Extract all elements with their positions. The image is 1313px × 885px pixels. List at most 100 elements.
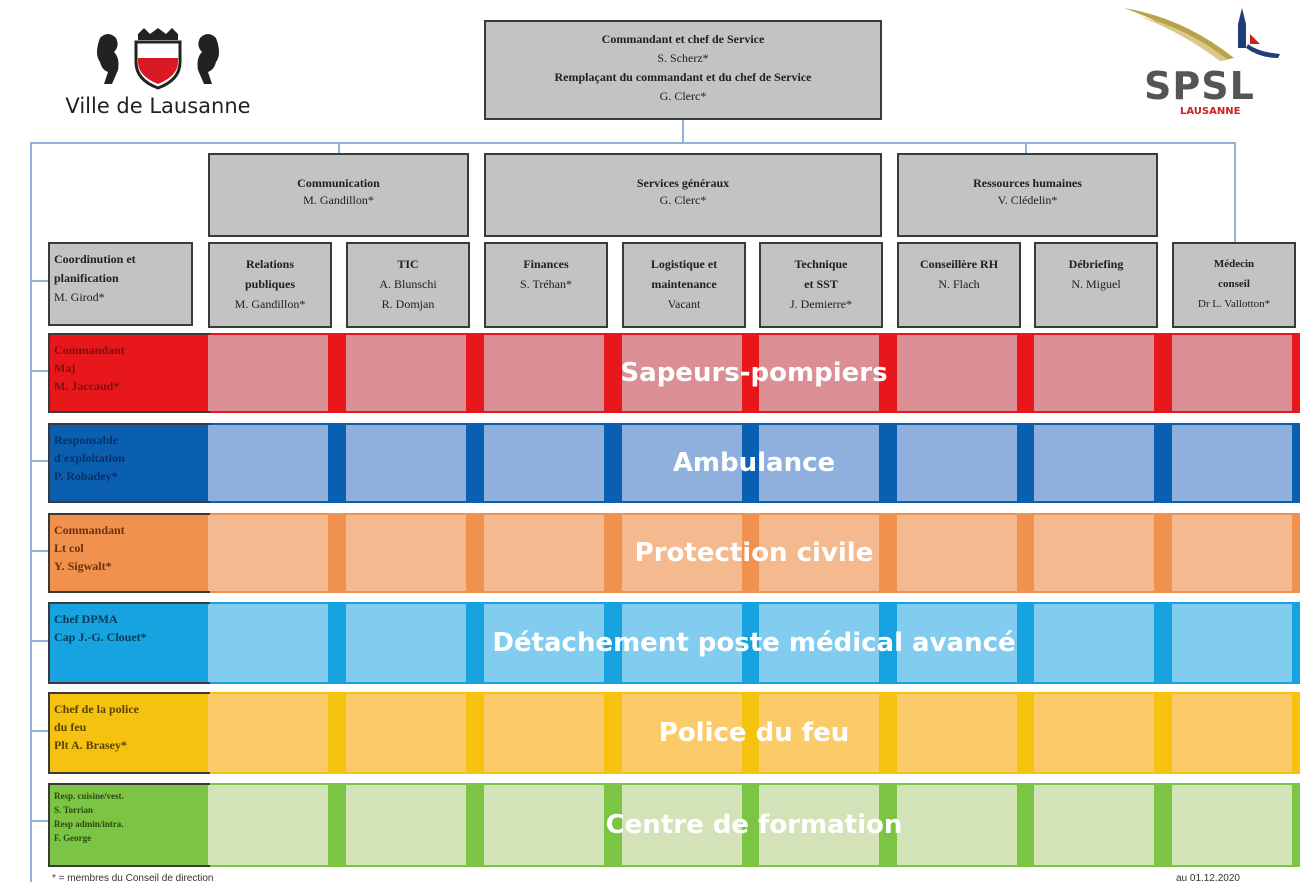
band-cell xyxy=(208,335,328,411)
band-label-line: Resp. cuisine/vest. xyxy=(54,791,124,801)
band-label-line: F. George xyxy=(54,833,92,843)
band-cell xyxy=(346,335,466,411)
band-label: Responsable d'exploitation P. Robadey* xyxy=(48,423,210,503)
band-cell xyxy=(622,604,742,682)
spsl-logo-text: SPSL xyxy=(1144,64,1255,108)
band-cell xyxy=(1034,694,1154,772)
unit-line2: conseil xyxy=(1218,278,1250,290)
band-cell xyxy=(1034,515,1154,591)
footer-note: * = membres du Conseil de direction xyxy=(52,873,214,884)
band-cell xyxy=(897,785,1017,865)
connector-line xyxy=(1234,142,1236,242)
band-cell xyxy=(346,604,466,682)
band-ambulance: Responsable d'exploitation P. Robadey* Ambu… xyxy=(48,423,1300,503)
band-cell xyxy=(208,785,328,865)
connector-line xyxy=(30,820,48,822)
band-cell xyxy=(484,515,604,591)
band-cell xyxy=(897,515,1017,591)
connector-line xyxy=(30,730,48,732)
unit-line3: Dr L. Vallotton* xyxy=(1197,298,1271,310)
band-cell xyxy=(208,425,328,501)
band-title: Ambulance xyxy=(672,448,836,478)
band-label-line: M. Jaccaud* xyxy=(54,379,120,393)
connector-line xyxy=(30,142,1236,144)
connector-line xyxy=(30,460,48,462)
band-label-line: Lt col xyxy=(54,541,84,555)
division-title: Ressources humaines xyxy=(973,176,1082,190)
coordination-line1: Coordinution et xyxy=(54,252,136,266)
unit-line2: N. Flach xyxy=(938,277,980,291)
band-label-line: Cap J.-G. Clouet* xyxy=(54,630,147,644)
unit-line3: R. Domjan xyxy=(381,297,435,311)
band-cell xyxy=(1172,335,1292,411)
unit-line1: Finances xyxy=(523,257,569,271)
band-cell xyxy=(484,604,604,682)
band-label-line: Responsable xyxy=(54,433,119,447)
lausanne-logo-text: Ville de Lausanne xyxy=(65,94,251,118)
spsl-logo-subtext: LAUSANNE xyxy=(1180,106,1241,117)
division-head: V. Clédelin* xyxy=(997,193,1058,207)
band-cell xyxy=(759,785,879,865)
band-cell xyxy=(622,515,742,591)
band-label-line: Chef DPMA xyxy=(54,612,118,626)
band-cell xyxy=(622,694,742,772)
band-title: Détachement poste médical avancé xyxy=(492,628,1016,658)
band-cell xyxy=(208,604,328,682)
band-label-line: S. Torrian xyxy=(54,805,94,815)
deputy-name: G. Clerc* xyxy=(659,89,707,103)
band-d-tachement-poste-m-dical-avanc: Chef DPMA Cap J.-G. Clouet* Détachement po… xyxy=(48,602,1300,684)
lausanne-crest-icon xyxy=(97,28,219,90)
unit-line3: M. Gandillon* xyxy=(234,297,306,311)
band-label-line: Y. Sigwalt* xyxy=(54,559,112,573)
connector-line xyxy=(30,142,32,882)
connector-line xyxy=(30,550,48,552)
band-cell xyxy=(346,515,466,591)
lausanne-logo: Ville de Lausanne xyxy=(58,28,258,123)
division-head: M. Gandillon* xyxy=(303,193,374,207)
unit-line1: Débriefing xyxy=(1068,257,1124,271)
connector-line xyxy=(682,120,684,144)
spsl-logo: SPSL LAUSANNE xyxy=(1118,4,1288,119)
band-cell xyxy=(897,694,1017,772)
band-cell xyxy=(622,425,742,501)
band-cell xyxy=(208,694,328,772)
division-ressources-humaines: Ressources humaines V. Clédelin* xyxy=(897,153,1158,237)
coordination-line2: planification xyxy=(54,271,119,285)
unit-line2: A. Blunschi xyxy=(379,277,437,291)
band-label-line: du feu xyxy=(54,720,87,734)
band-cell xyxy=(622,785,742,865)
band-cell xyxy=(897,335,1017,411)
division-services-generaux: Services généraux G. Clerc* xyxy=(484,153,882,237)
coordination-box: Coordinution et planification M. Girod* xyxy=(48,242,193,326)
band-cell xyxy=(759,604,879,682)
band-cell xyxy=(759,694,879,772)
band-label: Chef DPMA Cap J.-G. Clouet* xyxy=(48,602,210,684)
band-cell xyxy=(759,515,879,591)
connector-line xyxy=(30,280,48,282)
band-cell xyxy=(484,785,604,865)
band-label-line: Maj xyxy=(54,361,76,375)
division-head: G. Clerc* xyxy=(659,193,707,207)
unit-line1: Médecin xyxy=(1213,258,1255,270)
unit-line1: Conseillère RH xyxy=(919,257,999,271)
band-cell xyxy=(1172,694,1292,772)
division-title: Communication xyxy=(297,176,380,190)
band-cell xyxy=(1034,335,1154,411)
band-label-line: P. Robadey* xyxy=(54,469,118,483)
band-cell xyxy=(346,785,466,865)
commander-box: Commandant et chef de Service S. Scherz*… xyxy=(484,20,882,120)
band-label-line: d'exploitation xyxy=(54,451,125,465)
band-title: Sapeurs-pompiers xyxy=(620,358,888,388)
band-cell xyxy=(759,425,879,501)
unit-line2: maintenance xyxy=(651,277,717,291)
band-cell xyxy=(484,694,604,772)
band-cell xyxy=(208,515,328,591)
